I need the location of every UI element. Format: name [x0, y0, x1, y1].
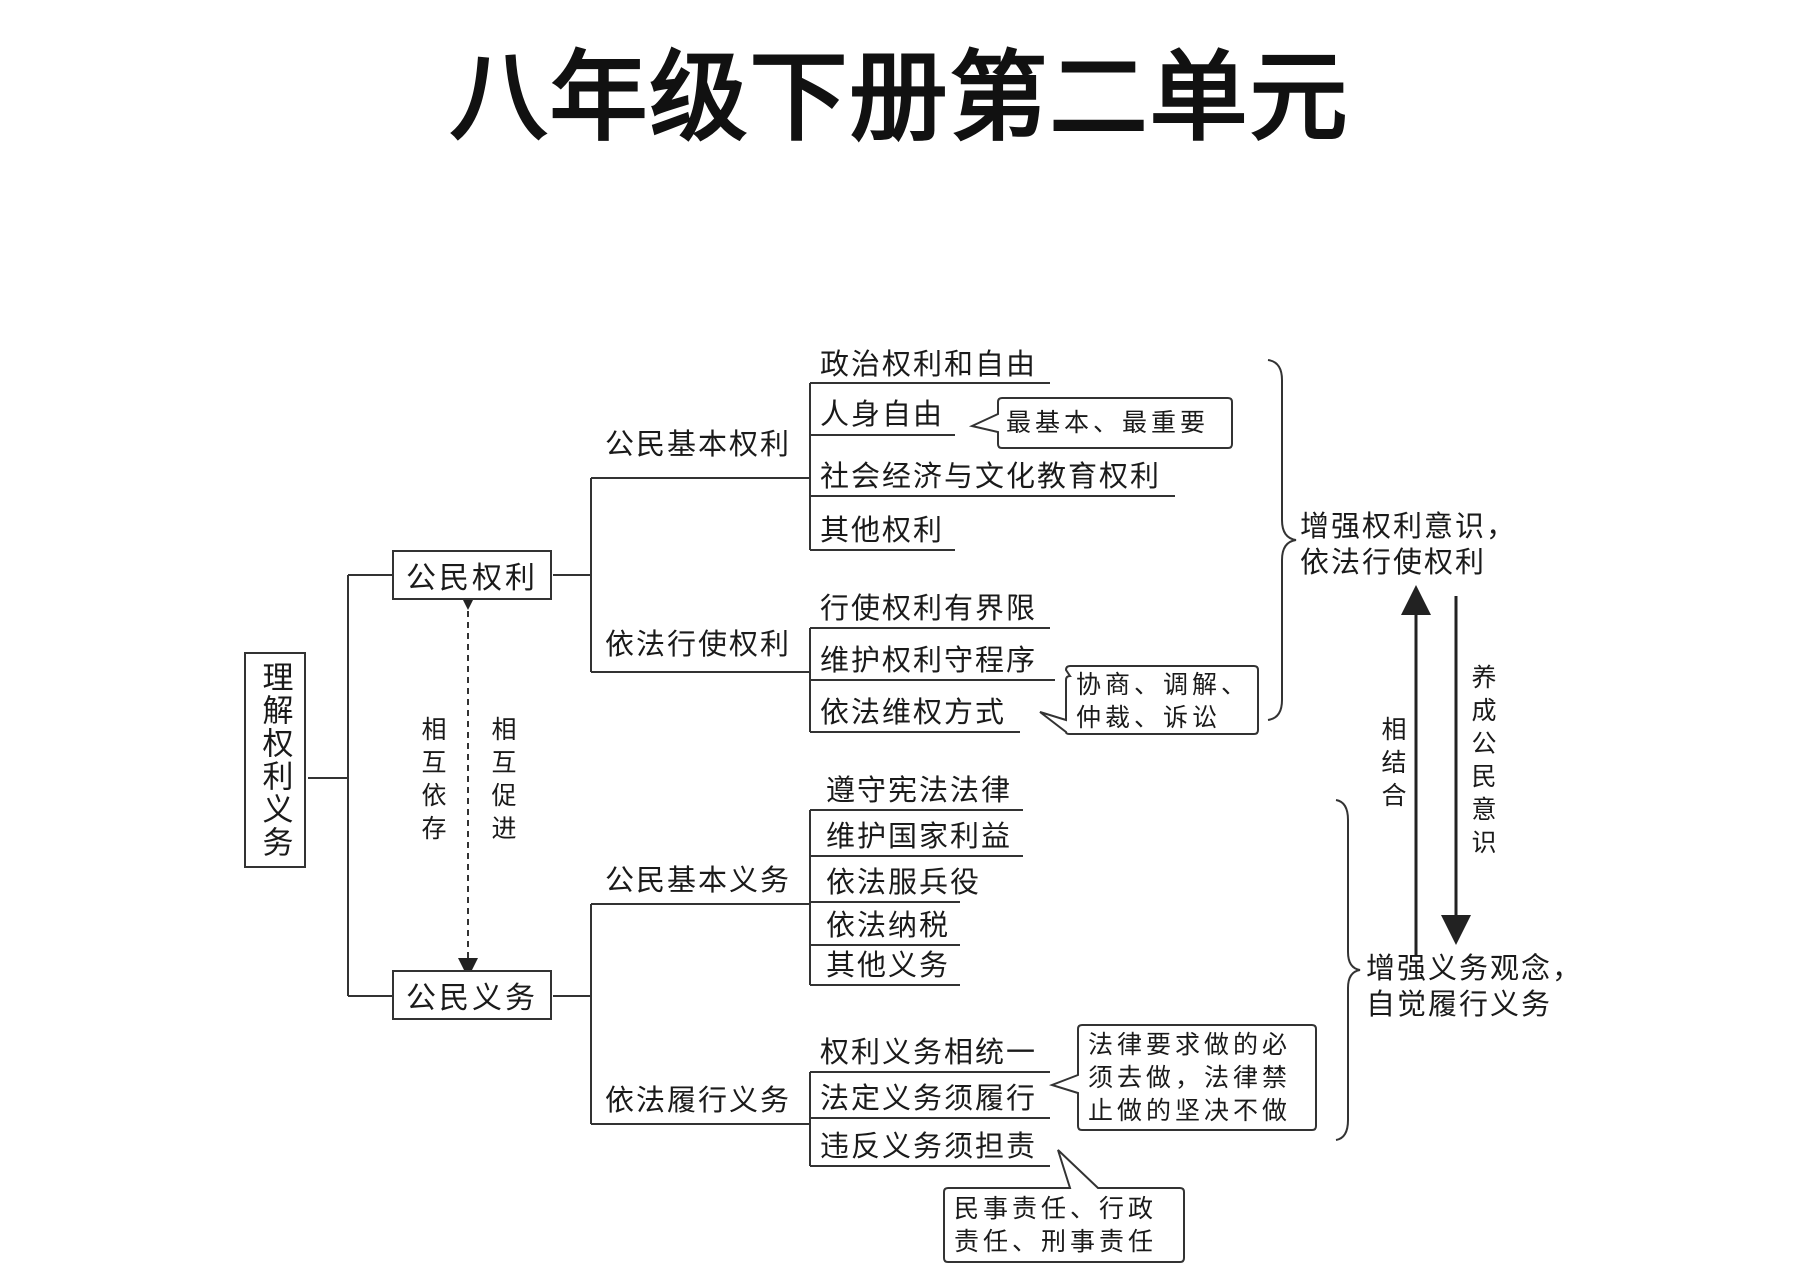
summary-line: 自觉履行义务 [1366, 987, 1553, 1021]
arrow-up-label: 相结合 [1378, 716, 1407, 815]
summary-line: 增强义务观念， [1366, 951, 1584, 985]
rights-basic-label: 公民基本权利 [605, 427, 792, 461]
callout-line: 责任、刑事责任 [954, 1227, 1158, 1256]
arrow-down-label: 养成公民意识 [1468, 664, 1497, 862]
list-item: 其他义务 [826, 948, 951, 982]
duties-basic-label: 公民基本义务 [605, 863, 792, 897]
list-item: 依法服兵役 [826, 865, 982, 899]
list-item: 其他权利 [820, 513, 945, 547]
root-node: 理解权利义务 [244, 652, 306, 868]
duties-summary: 增强义务观念， 自觉履行义务 [1366, 950, 1583, 1022]
list-item: 依法维权方式 [820, 695, 1007, 729]
callout-line: 民事责任、行政 [954, 1194, 1158, 1223]
summary-line: 依法行使权利 [1300, 545, 1487, 579]
callout-line: 仲裁、诉讼 [1076, 703, 1222, 732]
duties-node: 公民义务 [392, 970, 552, 1020]
list-item: 社会经济与文化教育权利 [820, 459, 1162, 493]
list-item: 行使权利有界限 [820, 591, 1038, 625]
rights-summary: 增强权利意识， 依法行使权利 [1300, 508, 1517, 580]
list-item: 政治权利和自由 [820, 347, 1038, 381]
list-item: 依法纳税 [826, 908, 951, 942]
duties-perform-label: 依法履行义务 [605, 1083, 792, 1117]
list-item: 违反义务须担责 [820, 1129, 1038, 1163]
rights-exercise-label: 依法行使权利 [605, 627, 792, 661]
list-item: 法定义务须履行 [820, 1081, 1038, 1115]
list-item: 维护权利守程序 [820, 643, 1038, 677]
callout-line: 止做的坚决不做 [1088, 1096, 1292, 1125]
list-item: 维护国家利益 [826, 819, 1013, 853]
callout-line: 须去做，法律禁 [1088, 1063, 1292, 1092]
callout-line: 法律要求做的必 [1088, 1030, 1292, 1059]
list-item: 遵守宪法法律 [826, 773, 1013, 807]
callout-line: 协商、调解、 [1076, 670, 1251, 699]
rights-node: 公民权利 [392, 550, 552, 600]
list-item: 权利义务相统一 [820, 1035, 1038, 1069]
relation-left-label: 相互依存 [418, 716, 447, 848]
page-title: 八年级下册第二单元 [449, 41, 1350, 155]
callout-note: 民事责任、行政 责任、刑事责任 [954, 1192, 1157, 1258]
callout-note: 最基本、最重要 [1006, 408, 1210, 437]
list-item: 人身自由 [820, 397, 945, 431]
summary-line: 增强权利意识， [1300, 509, 1518, 543]
callout-note: 协商、调解、 仲裁、诉讼 [1076, 668, 1250, 734]
relation-right-label: 相互促进 [488, 716, 517, 848]
callout-note: 法律要求做的必 须去做，法律禁 止做的坚决不做 [1088, 1028, 1291, 1127]
